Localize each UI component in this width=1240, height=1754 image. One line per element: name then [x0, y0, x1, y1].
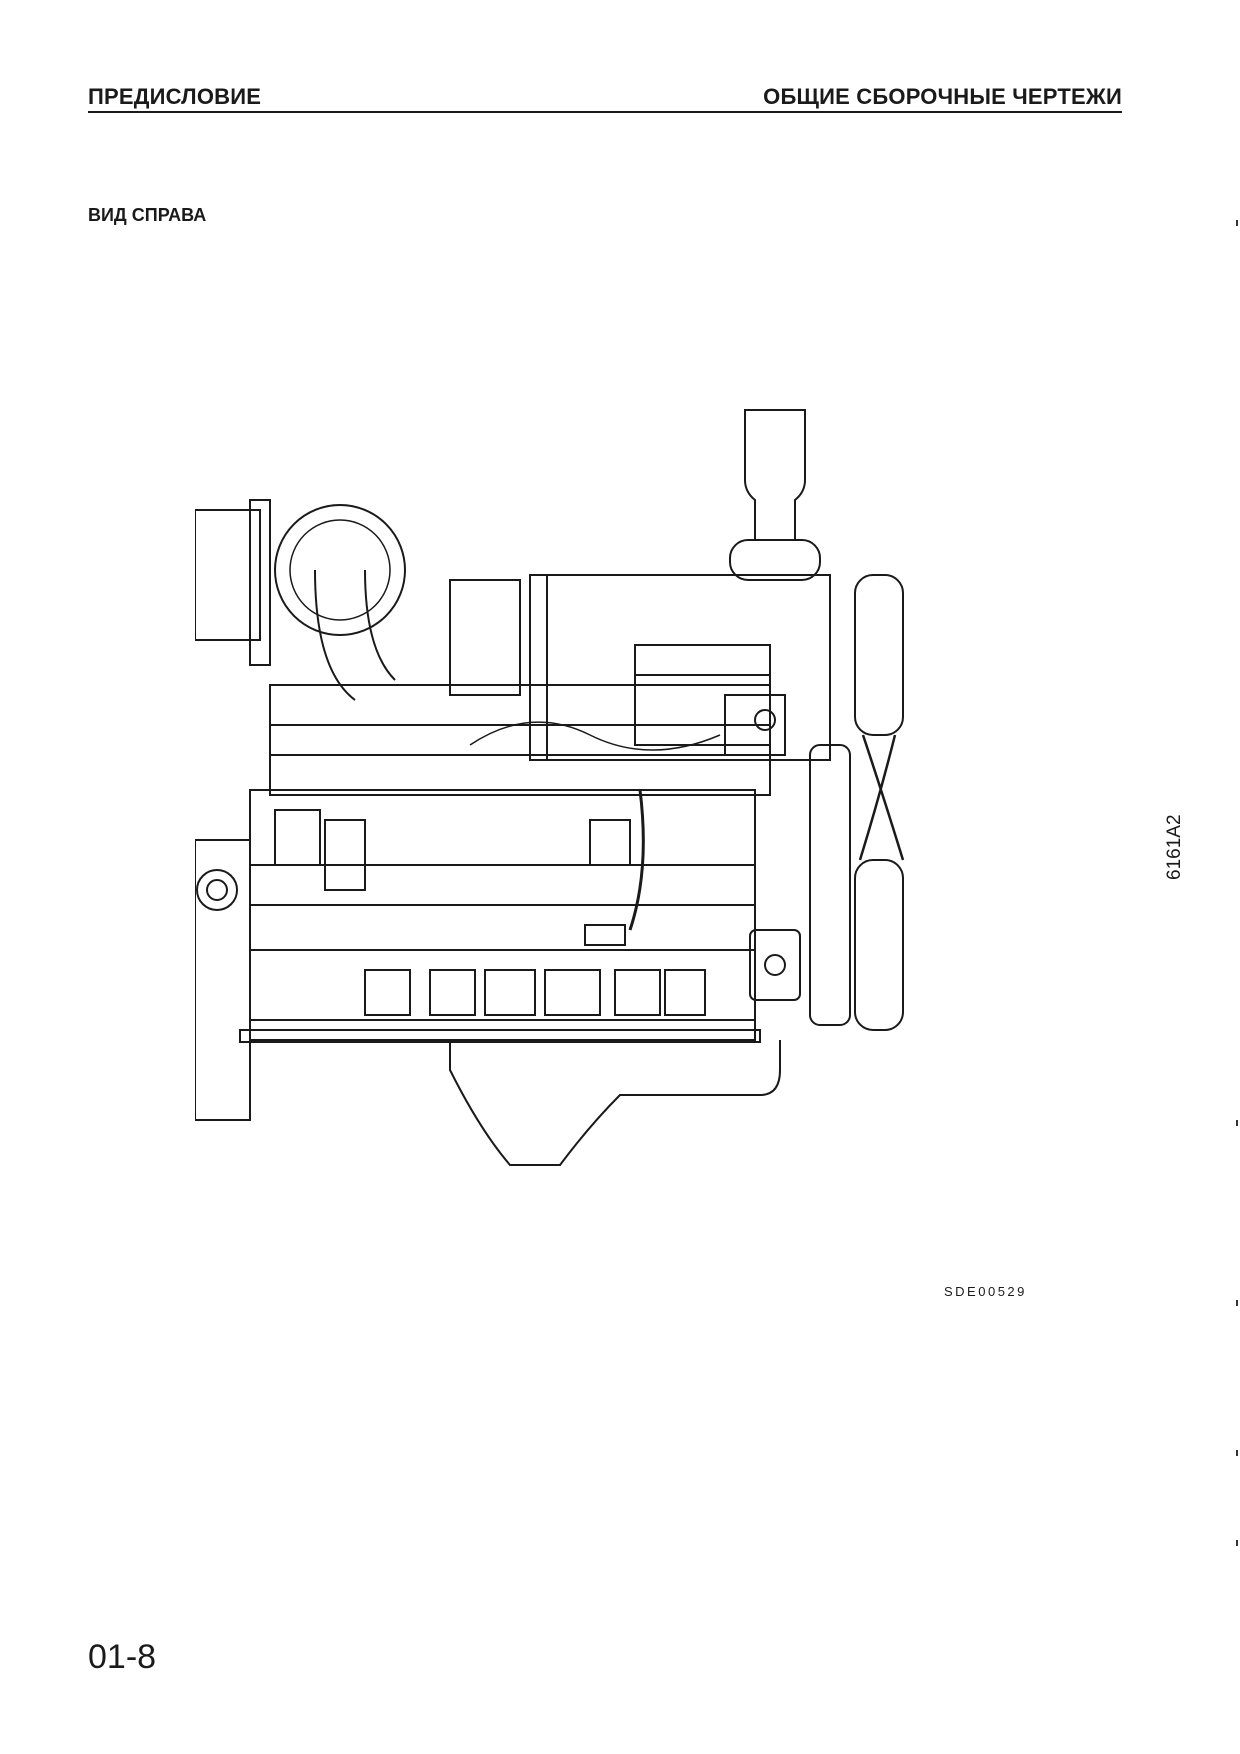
figure-code: SDE00529: [944, 1284, 1027, 1299]
exhaust-stack: [744, 409, 806, 541]
engine-drawing: [195, 409, 905, 1166]
fan-blade-top: [854, 574, 904, 736]
binding-edge-marks: [1236, 220, 1238, 1546]
header-rule: [88, 111, 1122, 113]
exhaust-base: [729, 539, 821, 581]
side-reference-code: 6161A2: [1164, 814, 1185, 880]
valve-cover: [269, 684, 771, 796]
oil-pan: [449, 1040, 781, 1166]
page-number: 01-8: [88, 1638, 157, 1676]
air-cleaner-housing: [529, 574, 831, 761]
view-title: ВИД СПРАВА: [88, 205, 207, 225]
header-section-title: ПРЕДИСЛОВИЕ: [88, 84, 262, 109]
left-housing: [195, 509, 261, 641]
front-pulley: [809, 744, 851, 1026]
turbo-wheel: [274, 504, 406, 636]
fan-blade-bottom: [854, 859, 904, 1031]
header-chapter-title: ОБЩИЕ СБОРОЧНЫЕ ЧЕРТЕЖИ: [763, 84, 1122, 109]
flywheel-housing: [195, 839, 251, 1121]
